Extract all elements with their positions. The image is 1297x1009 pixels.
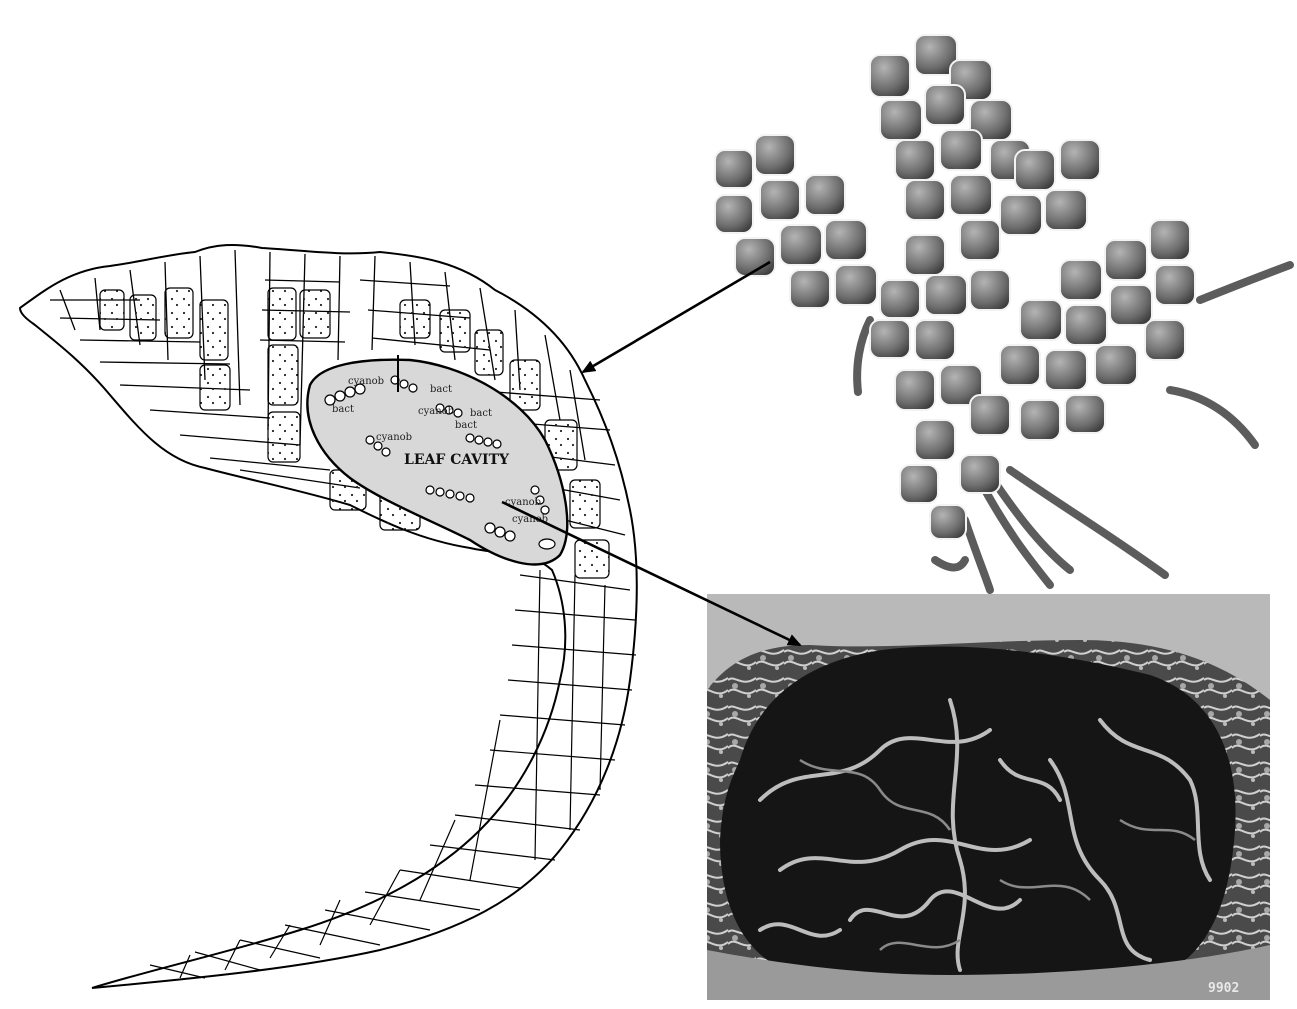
azolla-plant-illustration	[715, 35, 1290, 590]
sem-cavity	[720, 647, 1236, 992]
cavity-label-3: cyanob	[418, 406, 454, 417]
lower-cluster	[900, 420, 1000, 539]
cavity-label-6: bact	[430, 384, 452, 395]
cavity-label-1: cyanob	[348, 376, 384, 387]
left-cluster	[715, 135, 877, 308]
cavity-label-8: bact	[470, 408, 492, 419]
arrow-icon	[583, 262, 770, 372]
leaf-outline	[20, 245, 637, 988]
cavity-label-2: bact	[332, 404, 354, 415]
sem-micrograph: 9902	[707, 594, 1270, 1000]
upper-cluster	[870, 35, 1030, 220]
right-cluster	[970, 220, 1195, 440]
leaf-cross-section-drawing: cyanob bact cyanob bact cyanob bact cyan…	[20, 245, 637, 988]
sem-image-code: 9902	[1208, 981, 1239, 996]
cavity-label-5: cyanob	[376, 432, 412, 443]
cavity-label-4: bact	[455, 420, 477, 431]
arrow-icon	[502, 502, 800, 645]
leaf-cavity-label: LEAF CAVITY	[404, 452, 510, 468]
